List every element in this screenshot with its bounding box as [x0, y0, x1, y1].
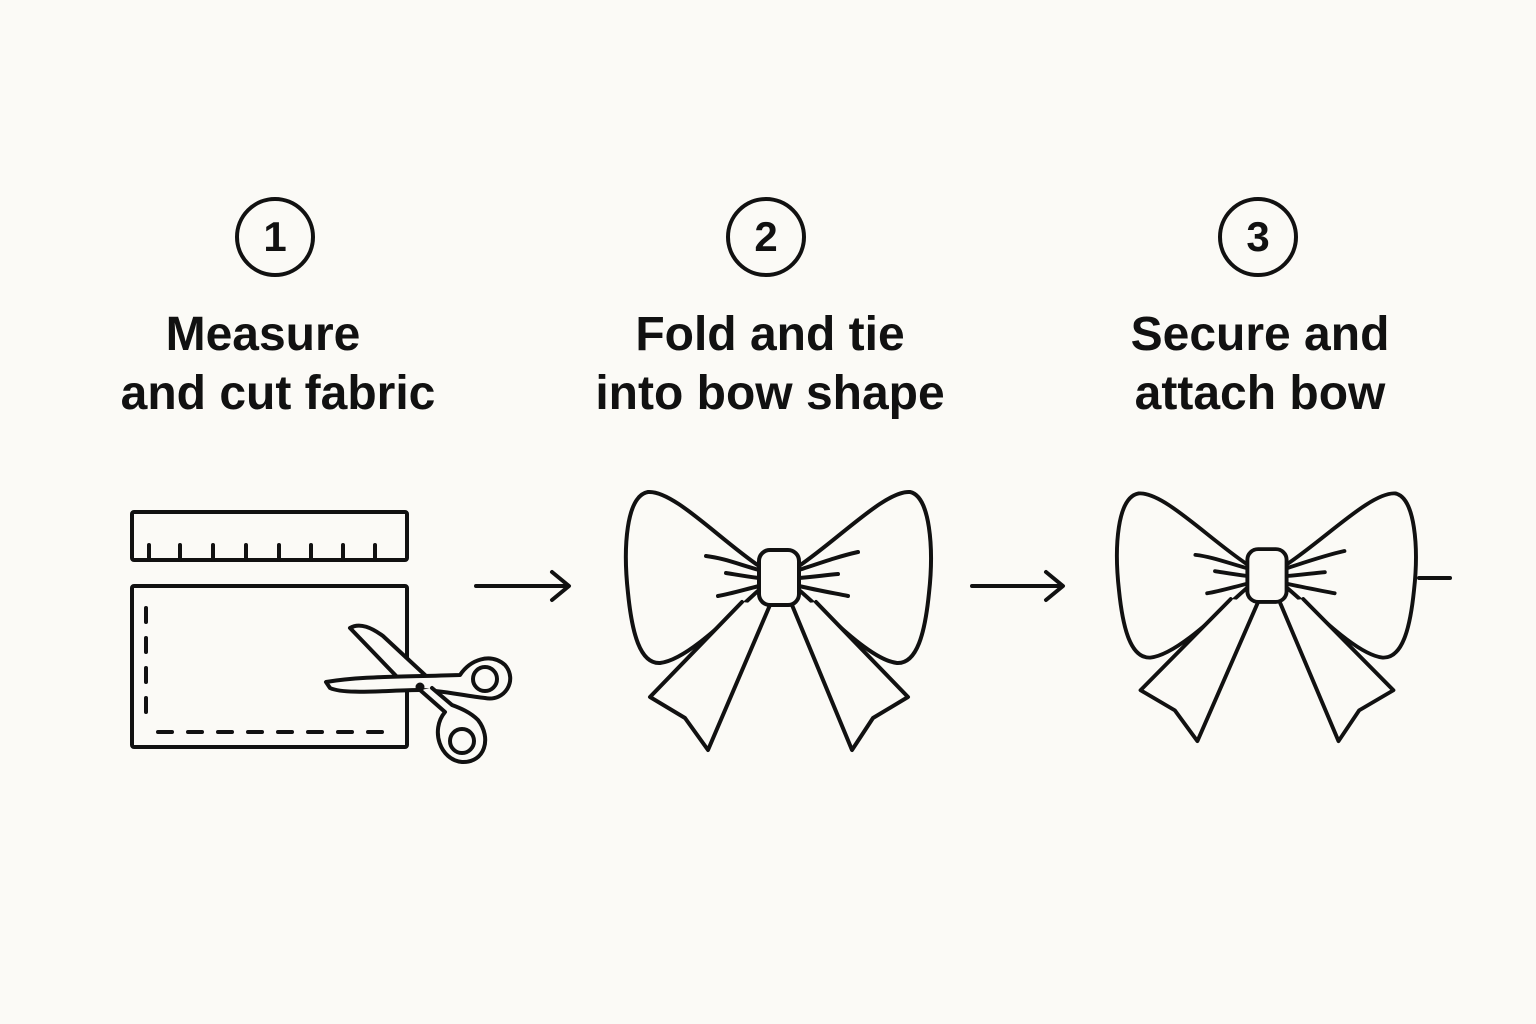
- step-1-number: 1: [235, 197, 315, 277]
- step-number-text: 3: [1246, 213, 1270, 260]
- step-3-number: 3: [1218, 197, 1298, 277]
- title-line: and cut fabric: [120, 367, 436, 420]
- step-number-text: 1: [263, 213, 287, 260]
- step-number-text: 2: [754, 213, 778, 260]
- bow-icon: [623, 489, 933, 752]
- attached-bow-icon: [1114, 491, 1452, 744]
- title-line: Fold and tie: [635, 308, 905, 361]
- title-line: Measure: [165, 308, 361, 361]
- arrow-icon: [970, 570, 1065, 602]
- step-2-title: Fold and tie into bow shape: [560, 305, 980, 423]
- step-2-number: 2: [726, 197, 806, 277]
- fabric-icon: [130, 584, 409, 749]
- ruler-icon: [130, 510, 409, 562]
- arrow-icon: [474, 570, 571, 602]
- step-3-title: Secure and attach bow: [1050, 305, 1470, 423]
- scissors-icon: [324, 623, 513, 765]
- title-line: attach bow: [1134, 367, 1386, 420]
- title-line: Secure and: [1130, 308, 1390, 361]
- step-1-title: Measure and cut fabric: [68, 305, 488, 423]
- title-line: into bow shape: [595, 367, 945, 420]
- ruler-fabric-scissors-icon: [130, 510, 513, 765]
